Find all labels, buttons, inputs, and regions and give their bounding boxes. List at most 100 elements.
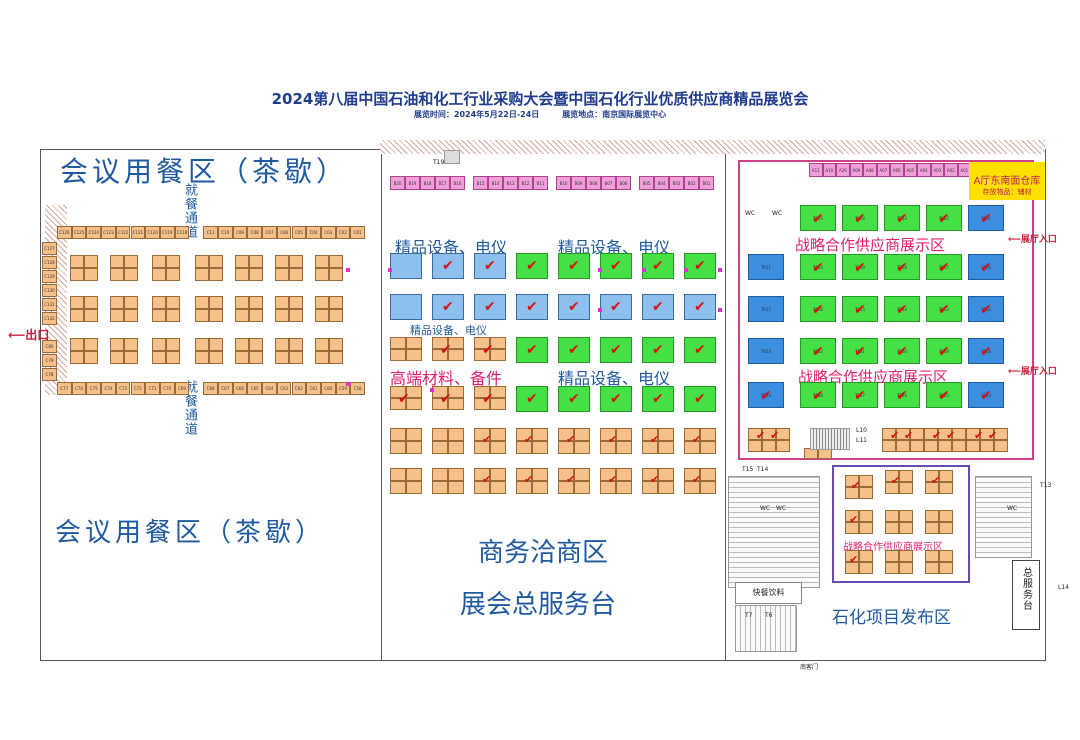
strategic-booth: TA17 [748,296,784,322]
premium-booth [474,253,506,279]
left-booth [209,351,223,364]
strategic-booth: TA02 [926,205,962,231]
left-booth [124,255,138,268]
booth [616,428,632,441]
reserved-check-icon: ✔ [608,433,618,446]
premium-booth [558,386,590,412]
booth [700,468,716,481]
left-booth [209,338,223,351]
marker-dot [388,268,392,272]
t15-label: T15 [742,466,754,473]
booth [882,440,896,452]
pink-booth: A07 [876,163,890,177]
booth [474,481,490,494]
booth [966,428,980,440]
reserved-check-icon: ✔ [938,388,950,404]
material-booth [406,398,422,410]
left-booth [195,309,209,322]
reserved-check-icon: ✔ [812,302,824,318]
left-booth [166,309,180,322]
snack-label: 快餐饮料 [752,588,785,597]
reserved-check-icon: ✔ [932,429,942,442]
reserved-check-icon: ✔ [652,258,664,274]
wc-label-3: WC [1007,505,1018,512]
reserved-check-icon: ✔ [694,391,706,407]
premium-booth [490,337,506,349]
booth [574,428,590,441]
booth [490,441,506,454]
strategic-zone-border [738,160,1034,460]
petrochem-booth-border [832,465,970,583]
premium-booth [390,349,406,361]
left-booth: C68 [203,382,218,395]
left-booth: C79 [42,354,57,367]
booth [390,481,406,494]
left-booth [166,351,180,364]
material-booth [390,398,406,410]
left-booth: C73 [115,382,131,395]
reserved-check-icon: ✔ [650,433,660,446]
materials-zone-label: 高端材料、备件 [390,369,503,388]
petro-booth [885,510,899,522]
left-booth [110,296,124,309]
reserved-check-icon: ✔ [568,258,580,274]
left-booth [235,268,249,281]
pink-booth: B02 [684,176,699,190]
premium-booth [516,386,548,412]
pink-booth: B08 [586,176,601,190]
left-booth: C74 [101,382,116,395]
t19-label: T19 [433,159,445,166]
left-booth [275,268,289,281]
left-booth [235,296,249,309]
left-booth [152,255,166,268]
reserved-check-icon: ✔ [760,388,772,404]
reserved-check-icon: ✔ [440,342,452,358]
left-booth: C72 [130,382,146,395]
material-booth [448,398,464,410]
booth [642,428,658,441]
left-booth [110,309,124,322]
petro-booth [885,562,899,574]
reserved-check-icon: ✔ [938,211,950,227]
pink-booth: B01 [699,176,714,190]
reserved-check-icon: ✔ [652,299,664,315]
left-booth [110,255,124,268]
reserved-check-icon: ✔ [849,513,859,526]
reserved-check-icon: ✔ [610,299,622,315]
dining-zone-top-label: 会议用餐区（茶歇） [60,155,349,188]
left-booth [315,268,329,281]
dining-zone-bottom-label: 会议用餐区（茶歇） [55,518,326,548]
premium-booth [474,337,490,349]
booth [684,481,700,494]
petro-booth [925,562,939,574]
left-booth: C58 [350,382,365,395]
petro-booth [925,550,939,562]
premium-booth [642,294,674,320]
reserved-check-icon: ✔ [812,260,824,276]
reserved-check-icon: ✔ [896,344,908,360]
reserved-check-icon: ✔ [694,258,706,274]
left-booth [70,309,84,322]
material-booth [432,398,448,410]
booth [980,428,994,440]
pink-booth: B18 [420,176,435,190]
strategic-booth: TA10 [800,254,836,280]
marker-dot [430,388,434,392]
left-booth [249,296,263,309]
booth [910,440,924,452]
booth [432,468,448,481]
left-booth: C75 [86,382,102,395]
booth [952,428,966,440]
left-booth [315,255,329,268]
reserved-check-icon: ✔ [946,429,956,442]
left-booth: C09 [232,226,248,239]
booth [448,441,464,454]
left-booth: C125 [71,226,87,239]
booth [406,468,422,481]
strategic-booth: TA18 [968,338,1004,364]
premium-booth [406,349,422,361]
reserved-check-icon: ✔ [980,388,992,404]
marker-dot [598,308,602,312]
left-booth: C121 [130,226,146,239]
left-booth: C119 [159,226,175,239]
